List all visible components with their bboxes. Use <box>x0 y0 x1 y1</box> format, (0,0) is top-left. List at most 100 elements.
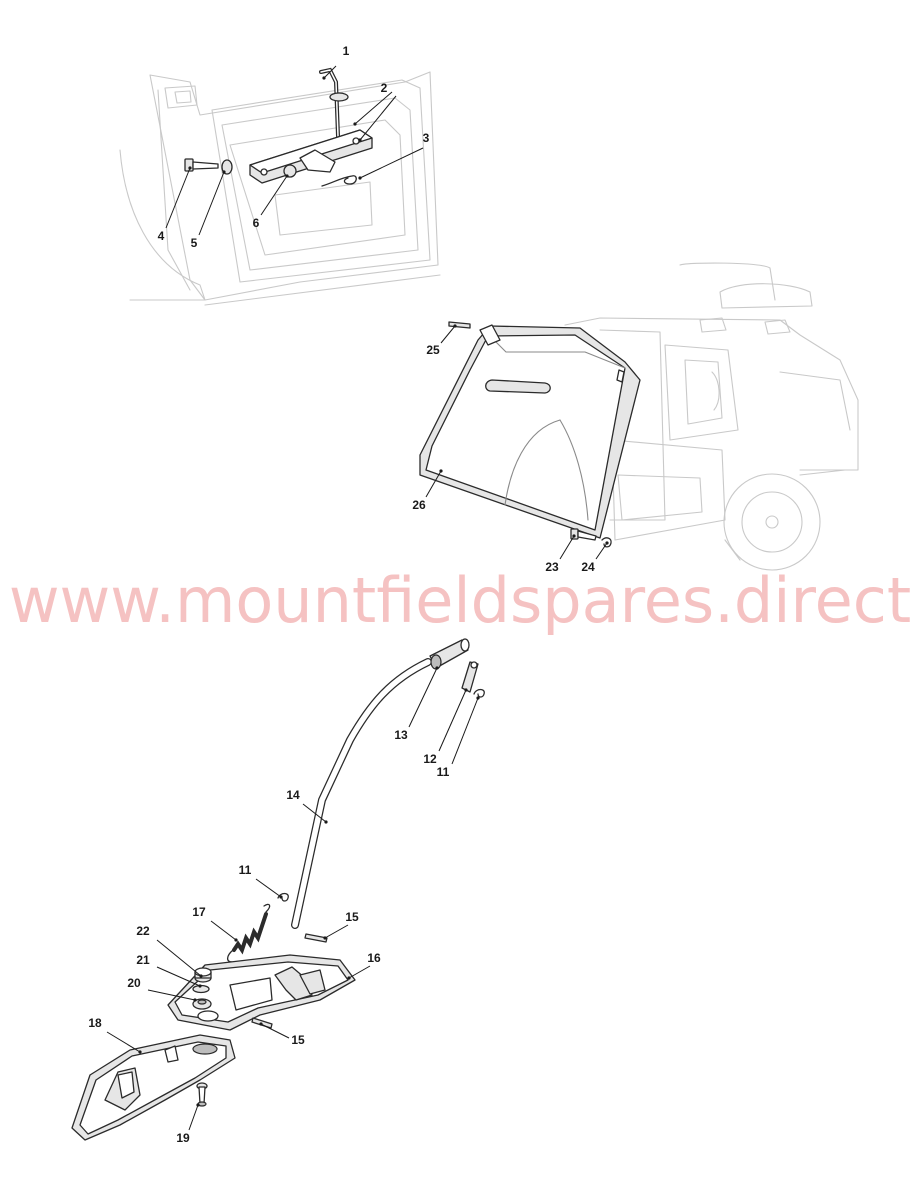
leader-dot-2 <box>353 122 357 126</box>
leader-line-25 <box>440 325 456 344</box>
leader-dot-1 <box>322 76 326 80</box>
part-11-split-pin-upper <box>473 688 485 698</box>
part-20-spacer <box>192 998 212 1010</box>
leader-dot-6 <box>285 174 289 178</box>
part-number-label: 18 <box>88 1016 102 1030</box>
callout-13: 13 <box>394 666 439 742</box>
leader-line-13 <box>408 667 438 728</box>
leader-line-5 <box>198 171 225 236</box>
part-number-label: 1 <box>343 44 350 58</box>
callout-5: 5 <box>191 170 226 250</box>
leader-dot-11 <box>476 696 480 700</box>
leader-line-1 <box>323 65 337 79</box>
leader-line-22 <box>156 939 202 977</box>
leader-line-15 <box>324 924 349 939</box>
part-number-label: 21 <box>136 953 150 967</box>
callout-18: 18 <box>88 1016 142 1054</box>
part-number-label: 6 <box>253 216 260 230</box>
callout-17: 17 <box>192 905 238 942</box>
leader-dot-5 <box>222 170 226 174</box>
leader-dot-3 <box>358 176 362 180</box>
callout-11: 11 <box>239 863 283 899</box>
leader-line-21 <box>156 966 201 987</box>
part-12-lever <box>461 661 479 693</box>
part-number-label: 15 <box>345 910 359 924</box>
callout-15: 15 <box>323 910 359 940</box>
part-11-split-pin-lower <box>277 892 289 902</box>
part-24-clip <box>601 537 612 548</box>
leader-dot-23 <box>572 534 576 538</box>
part-number-label: 24 <box>581 560 595 574</box>
part-16-pedal-base <box>167 954 356 1031</box>
tractor-body-ghost <box>564 262 859 571</box>
part-15-pin-upper <box>304 933 328 943</box>
callout-21: 21 <box>136 953 202 988</box>
leader-line-2 <box>359 95 397 141</box>
rear-panel-ghost <box>119 71 441 306</box>
part-number-label: 3 <box>423 131 430 145</box>
part-19-bolt <box>196 1082 208 1107</box>
leader-dot-20 <box>193 998 197 1002</box>
watermark-text: www.mountfieldspares.direct <box>9 564 911 637</box>
part-number-label: 11 <box>239 863 252 877</box>
part-26-collector-hood <box>419 324 641 539</box>
part-3-wire-clip <box>321 175 357 187</box>
part-14-lift-rod <box>291 658 432 929</box>
part-number-label: 12 <box>423 752 437 766</box>
leader-line-12 <box>438 689 467 752</box>
part-number-label: 14 <box>286 788 300 802</box>
leader-dot-11 <box>279 895 283 899</box>
callout-25: 25 <box>426 324 457 357</box>
callout-6: 6 <box>253 174 289 230</box>
leader-line-24 <box>595 542 608 560</box>
leader-line-23 <box>559 535 575 560</box>
part-number-label: 2 <box>381 81 388 95</box>
leader-line-15 <box>260 1023 290 1039</box>
part-number-label: 5 <box>191 236 198 250</box>
leader-dot-26 <box>439 469 443 473</box>
part-23-bolt <box>570 528 597 541</box>
leader-line-6 <box>260 175 288 216</box>
leader-dot-13 <box>435 666 439 670</box>
leader-dot-22 <box>199 974 203 978</box>
callout-15: 15 <box>259 1022 305 1047</box>
leader-line-4 <box>165 167 191 229</box>
callout-26: 26 <box>412 469 443 512</box>
callout-16: 16 <box>347 951 381 980</box>
callout-12: 12 <box>423 688 468 766</box>
leader-dot-2 <box>358 138 362 142</box>
leader-dot-16 <box>347 976 351 980</box>
part-22-bush <box>194 967 212 983</box>
callout-2 <box>358 95 397 142</box>
leader-dot-4 <box>188 166 192 170</box>
part-25-pin <box>448 321 471 329</box>
leader-dot-17 <box>234 938 238 942</box>
leader-line-2 <box>354 91 393 125</box>
leader-line-11 <box>451 697 479 765</box>
part-number-label: 17 <box>192 905 206 919</box>
callout-24: 24 <box>581 541 609 574</box>
leader-line-17 <box>210 920 237 941</box>
part-17-spring <box>226 903 271 963</box>
callout-3: 3 <box>358 131 430 180</box>
part-number-label: 26 <box>412 498 426 512</box>
leader-dot-19 <box>196 1103 200 1107</box>
leader-dot-18 <box>138 1050 142 1054</box>
part-number-label: 25 <box>426 343 440 357</box>
leader-line-26 <box>425 470 442 498</box>
callout-23: 23 <box>545 534 576 574</box>
callout-19: 19 <box>176 1103 200 1145</box>
part-6-nut <box>283 164 297 178</box>
part-number-label: 11 <box>437 765 450 779</box>
leader-dot-15 <box>323 936 327 940</box>
part-18-pedal <box>71 1034 236 1141</box>
leader-line-20 <box>147 989 196 1001</box>
callout-20: 20 <box>127 976 197 1002</box>
part-number-label: 16 <box>367 951 381 965</box>
leader-dot-14 <box>324 820 328 824</box>
leader-line-16 <box>348 965 371 979</box>
part-13-sleeve <box>429 638 470 670</box>
callout-22: 22 <box>136 924 203 978</box>
part-number-label: 15 <box>291 1033 305 1047</box>
